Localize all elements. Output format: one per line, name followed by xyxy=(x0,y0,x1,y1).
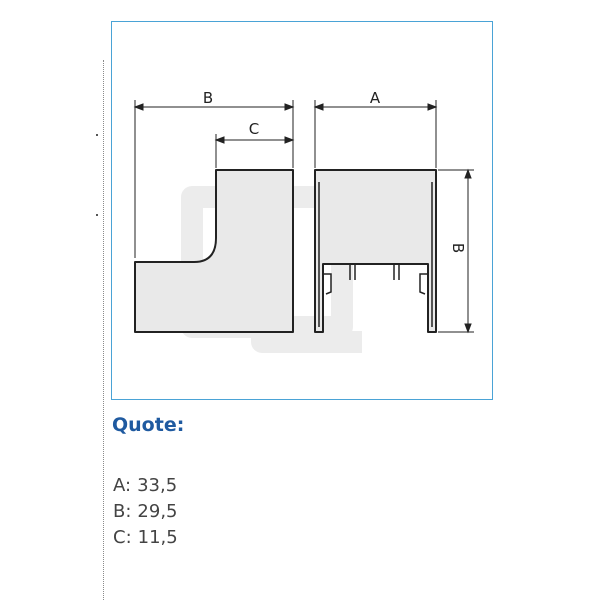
corner-piece-drawing: B C A xyxy=(133,89,474,353)
quote-value: 33,5 xyxy=(137,475,178,496)
quote-item: C:11,5 xyxy=(113,525,178,551)
stray-dot xyxy=(96,134,98,136)
dimension-label-c: C xyxy=(249,120,259,138)
right-profile-shape xyxy=(314,169,437,333)
left-profile-shape xyxy=(134,169,294,333)
quote-heading: Quote: xyxy=(112,414,185,436)
quote-list: A:33,5 B:29,5 C:11,5 xyxy=(113,473,178,551)
quote-key: A: xyxy=(113,475,132,496)
quote-key: B: xyxy=(113,501,132,522)
quote-item: A:33,5 xyxy=(113,473,178,499)
dotted-divider xyxy=(103,60,104,600)
dimension-a xyxy=(313,100,438,168)
dimension-c xyxy=(214,134,295,168)
dimension-label-a: A xyxy=(370,89,381,107)
diagram-frame: B C A xyxy=(111,21,493,400)
dimension-b-right xyxy=(438,168,474,334)
channel-inner-detail xyxy=(318,182,433,327)
quote-key: C: xyxy=(113,527,132,548)
dimension-label-b-right: B xyxy=(449,243,467,253)
dimension-b-left xyxy=(133,100,295,258)
quote-value: 29,5 xyxy=(137,501,178,522)
quote-item: B:29,5 xyxy=(113,499,178,525)
stray-dot xyxy=(96,214,98,216)
quote-value: 11,5 xyxy=(137,527,178,548)
dimension-label-b-left: B xyxy=(203,89,213,107)
